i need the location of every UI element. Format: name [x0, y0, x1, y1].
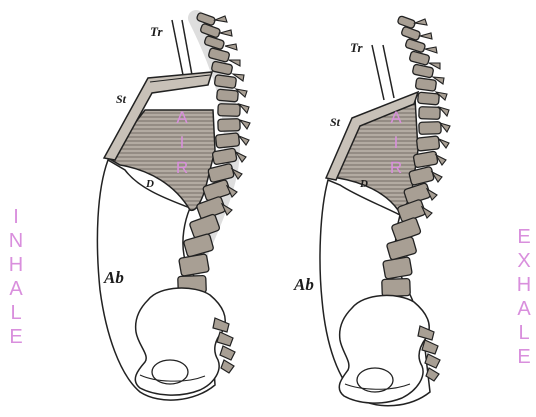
trachea-label: Tr: [350, 40, 363, 56]
exhale-letter: X: [517, 249, 530, 273]
air-letter: I: [394, 130, 399, 155]
inhale-panel: [97, 12, 250, 400]
trachea: [172, 20, 192, 75]
exhale-letter: A: [517, 297, 530, 321]
air-letter: R: [176, 155, 188, 180]
inhale-side-label: I N H A L E: [3, 205, 29, 349]
exhale-side-label: E X H A L E: [511, 225, 536, 369]
trachea: [372, 45, 394, 100]
exhale-letter: E: [517, 225, 530, 249]
inhale-letter: N: [9, 229, 23, 253]
inhale-letter: A: [9, 277, 22, 301]
exhale-air-label: A I R: [386, 105, 406, 180]
inhale-air-label: A I R: [172, 105, 192, 180]
abdomen-label: Ab: [294, 275, 314, 295]
inhale-letter: I: [13, 205, 19, 229]
inhale-letter: H: [9, 253, 23, 277]
air-letter: R: [390, 155, 402, 180]
air-letter: A: [390, 105, 401, 130]
trachea-label: Tr: [150, 24, 163, 40]
air-letter: A: [176, 105, 187, 130]
inhale-letter: L: [10, 301, 21, 325]
sternum-label: St: [330, 115, 340, 130]
abdomen-label: Ab: [104, 268, 124, 288]
exhale-letter: L: [518, 321, 529, 345]
exhale-panel: [320, 16, 450, 406]
sternum-label: St: [116, 92, 126, 107]
exhale-letter: H: [517, 273, 531, 297]
inhale-letter: E: [9, 325, 22, 349]
diaphragm-label: D: [146, 178, 154, 190]
diaphragm-label: D: [360, 178, 368, 190]
air-letter: I: [180, 130, 185, 155]
exhale-letter: E: [517, 345, 530, 369]
